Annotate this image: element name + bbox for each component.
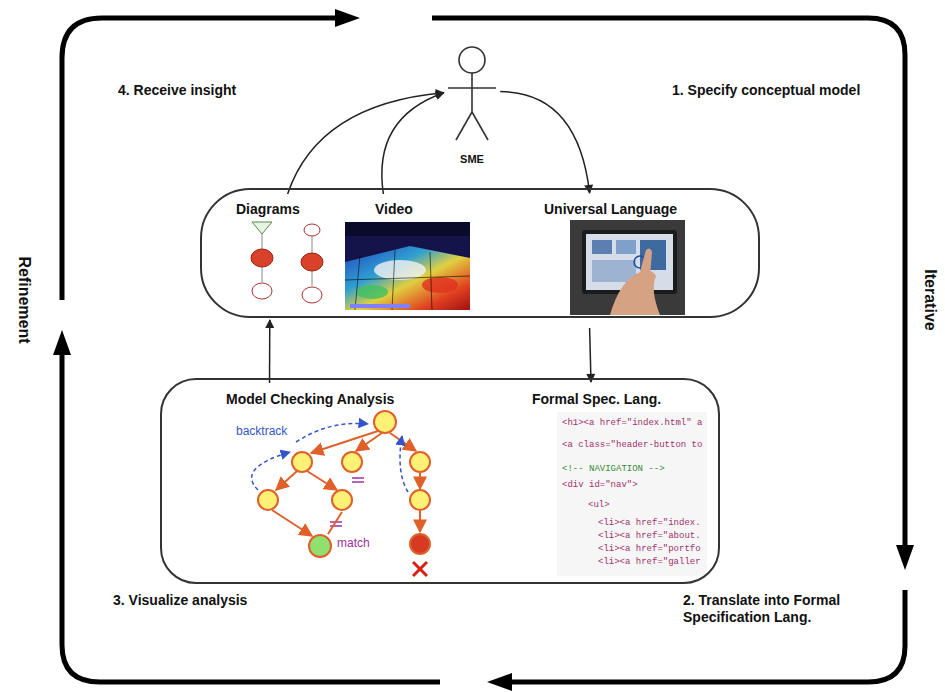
input-view: Universal Language (540, 196, 700, 316)
view-title: Video (375, 201, 413, 218)
flow-arrow (500, 92, 589, 193)
diagram-thumbnail (236, 220, 334, 314)
video-thumbnail (345, 222, 470, 310)
annotation-label: backtrack (236, 424, 287, 438)
flow-arrow (288, 93, 444, 194)
code-line: <li><a href="about. (598, 531, 701, 542)
code-line: <!-- NAVIGATION --> (562, 464, 665, 475)
view-title: Universal Language (544, 201, 677, 218)
step-label: 2. Translate into Formal Specification L… (683, 592, 883, 626)
stick-figure (448, 47, 496, 140)
cycle-arrowhead (53, 9, 914, 691)
output-view: Diagrams (232, 196, 337, 316)
step-label: 4. Receive insight (118, 82, 236, 99)
code-panel (557, 412, 707, 576)
view-title: Formal Spec. Lang. (532, 391, 661, 408)
view-band: Diagrams Video Universal Language (200, 188, 760, 318)
code-line: <h1><a href="index.html" a (562, 418, 702, 429)
actor-label: SME (460, 153, 484, 166)
view-title: Model Checking Analysis (226, 391, 394, 408)
code-line: <ul> (588, 500, 610, 511)
annotation-label: match (337, 536, 370, 550)
code-line: <li><a href="portfo (598, 544, 701, 555)
cycle-arrow (62, 18, 905, 682)
actor-figure: SME (440, 42, 504, 166)
tablet-photo (570, 220, 685, 315)
code-line: <li><a href="index. (598, 518, 701, 529)
cycle-label: Refinement (15, 256, 33, 343)
flow-arrow (382, 93, 444, 194)
flow-arrow (590, 328, 591, 382)
cycle-label: Iterative (921, 269, 939, 330)
code-line: <a class="header-button to (562, 440, 702, 451)
step-label: 3. Visualize analysis (113, 592, 247, 609)
code-line: <li><a href="galler (598, 557, 701, 568)
flow-arrow (269, 320, 271, 383)
step-label: 1. Specify conceptual model (672, 82, 860, 99)
view-title: Diagrams (236, 201, 300, 218)
output-view: Video (345, 196, 473, 312)
code-line: <div id="nav"> (562, 480, 638, 491)
